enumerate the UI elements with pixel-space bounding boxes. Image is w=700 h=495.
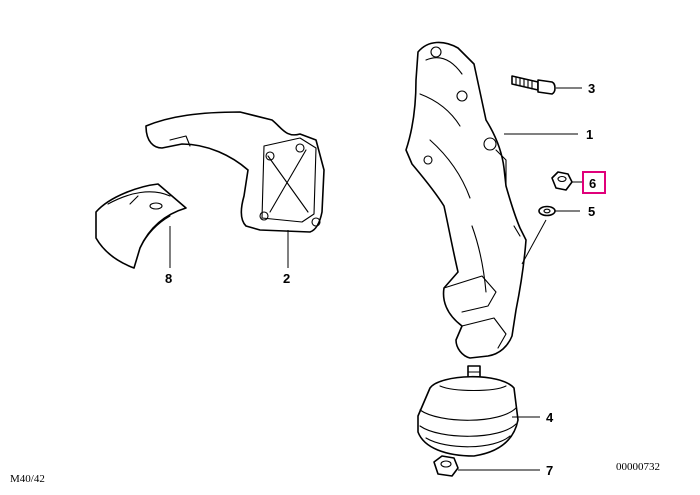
callout-7: 7 [546,463,553,478]
part-6-nut[interactable] [551,171,573,191]
callout-1: 1 [586,127,593,142]
diagram-code: M40/42 [10,473,45,485]
callout-6-highlight [582,171,606,194]
part-4-rubber-mount[interactable] [417,365,519,457]
part-8-heat-shield[interactable] [95,183,187,269]
part-7-nut[interactable] [433,455,459,477]
callout-6: 6 [589,176,596,191]
callout-8: 8 [165,271,172,286]
leader-lines [169,87,584,471]
callout-3: 3 [588,81,595,96]
callout-2: 2 [283,271,290,286]
part-5-washer[interactable] [538,205,556,217]
callout-4: 4 [546,410,554,425]
callout-5: 5 [588,204,595,219]
part-1-engine-mount-arm[interactable] [405,41,527,359]
part-2-bracket[interactable] [145,111,325,233]
part-3-bolt[interactable] [511,75,556,95]
image-number: 00000732 [616,461,660,473]
